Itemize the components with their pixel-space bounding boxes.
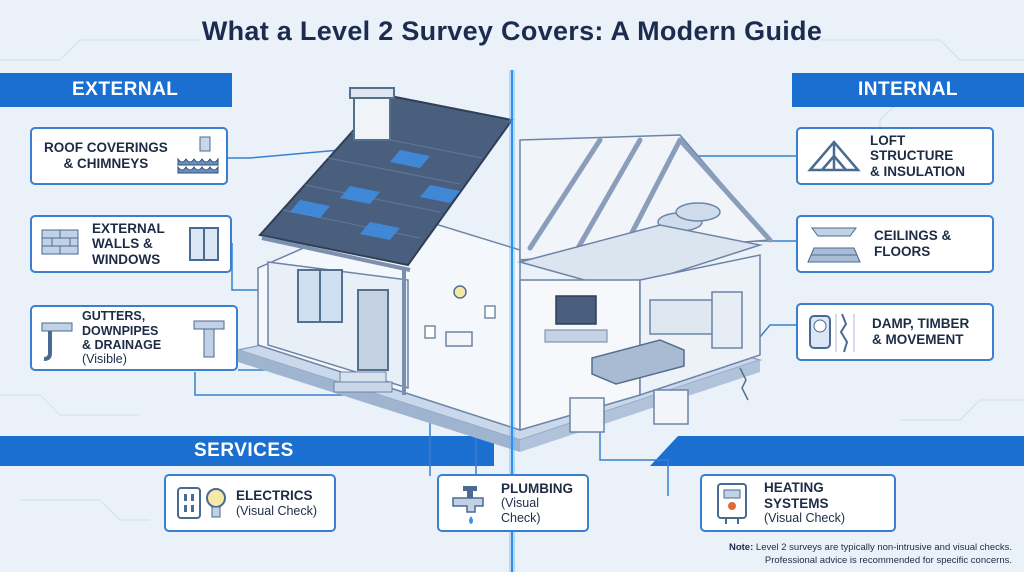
external-banner: EXTERNAL [0, 73, 232, 107]
card-external-walls: EXTERNAL WALLS & WINDOWS [30, 215, 232, 273]
card-loft-structure: LOFT STRUCTURE & INSULATION [796, 127, 994, 185]
boiler-icon [717, 483, 747, 524]
page-title: What a Level 2 Survey Covers: A Modern G… [201, 16, 823, 46]
electrics-line2: (Visual Check) [236, 503, 318, 518]
ceilings-floors-line2: FLOORS [874, 244, 931, 259]
heating-line2: (Visual Check) [764, 511, 846, 526]
gutters-line3: & DRAINAGE [82, 338, 162, 352]
footnote-line2: Professional advice is recommended for s… [764, 554, 1012, 566]
socket-bulb-icon [177, 487, 226, 519]
brick-wall-icon [41, 229, 79, 255]
gutters-line1: GUTTERS, [82, 309, 146, 324]
card-damp-timber: DAMP, TIMBER & MOVEMENT [796, 303, 994, 361]
tap-icon [452, 486, 484, 524]
drain-pipe-icon [193, 320, 225, 358]
services-right-band [650, 436, 1024, 466]
card-roof-coverings: ROOF COVERINGS & CHIMNEYS [30, 127, 228, 185]
external-walls-line2: WALLS & [92, 236, 153, 252]
moisture-meter-icon [809, 313, 855, 353]
external-walls-line3: WINDOWS [92, 251, 161, 267]
services-banner-label: SERVICES [194, 440, 294, 461]
card-plumbing: PLUMBING (Visual Check) [437, 474, 589, 532]
card-heating-systems: HEATING SYSTEMS (Visual Check) [700, 474, 896, 532]
ceilings-floors-line1: CEILINGS & [874, 228, 952, 244]
external-walls-line1: EXTERNAL [92, 220, 165, 236]
services-banner-tail [340, 436, 380, 466]
footnote-label: Note: [728, 542, 754, 553]
card-electrics: ELECTRICS (Visual Check) [164, 474, 336, 532]
roof-coverings-line1: ROOF COVERINGS [44, 140, 168, 156]
roof-truss-icon [807, 140, 861, 172]
internal-banner: INTERNAL [792, 73, 1024, 107]
plumbing-line2: (Visual Check) [501, 496, 541, 525]
gutters-line2: DOWNPIPES [82, 323, 159, 338]
internal-banner-label: INTERNAL [857, 79, 959, 100]
electrics-line1: ELECTRICS [236, 488, 313, 504]
card-ceilings-floors: CEILINGS & FLOORS [796, 215, 994, 273]
roof-coverings-line2: & CHIMNEYS [63, 156, 149, 171]
roof-tiles-icon [177, 136, 219, 174]
floorboards-icon [807, 227, 861, 263]
footnote: Note: Level 2 surveys are typically non-… [729, 542, 1012, 568]
loft-structure-line2: & INSULATION [870, 163, 965, 179]
damp-timber-line1: DAMP, TIMBER [872, 316, 970, 332]
plumbing-line1: PLUMBING [501, 480, 573, 496]
window-icon [189, 227, 219, 261]
footnote-line1: Level 2 surveys are typically non-intrus… [755, 542, 1012, 553]
loft-structure-line1: LOFT STRUCTURE [870, 132, 954, 164]
gutter-icon [41, 322, 73, 361]
gutters-line4: (Visible) [82, 352, 127, 367]
heating-line1: HEATING SYSTEMS [764, 480, 829, 511]
services-banner: SERVICES [0, 436, 494, 466]
external-banner-label: EXTERNAL [72, 79, 179, 100]
card-gutters-drainage: GUTTERS, DOWNPIPES & DRAINAGE (Visible) [30, 305, 238, 371]
damp-timber-line2: & MOVEMENT [872, 332, 964, 347]
